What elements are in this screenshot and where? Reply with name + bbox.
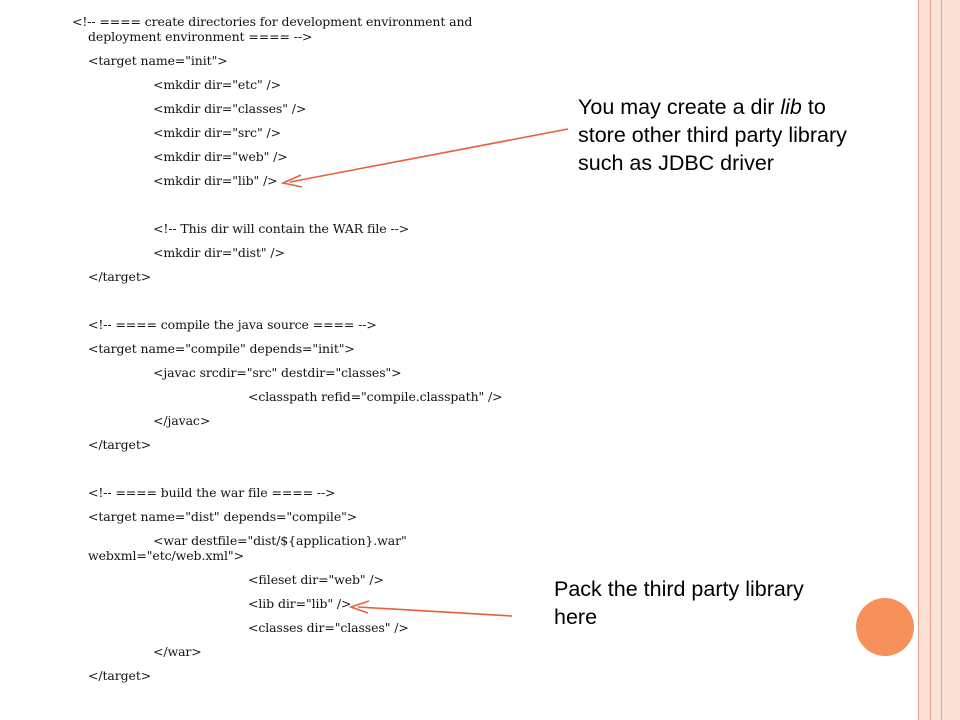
code-line: <target name="dist" depends="compile"> (88, 509, 358, 524)
code-line: </target> (88, 269, 152, 284)
annotation-italic-text: lib (780, 95, 802, 119)
code-line: <!-- ==== create directories for develop… (72, 14, 473, 29)
annotation-line: You may create a dir lib to (578, 93, 847, 121)
code-line: webxml="etc/web.xml"> (88, 548, 244, 563)
code-line: <javac srcdir="src" destdir="classes"> (153, 365, 402, 380)
code-line: <mkdir dir="src" /> (153, 125, 281, 140)
code-line: </target> (88, 668, 152, 683)
code-line: <fileset dir="web" /> (248, 572, 384, 587)
code-line: <target name="compile" depends="init"> (88, 341, 355, 356)
code-line: <mkdir dir="lib" /> (153, 173, 278, 188)
decorative-side-band (918, 0, 960, 720)
code-line: <target name="init"> (88, 53, 228, 68)
annotation-pack-library: Pack the third party library here (554, 575, 804, 631)
code-line: </javac> (153, 413, 211, 428)
code-line: <war destfile="dist/${application}.war" (153, 533, 407, 548)
code-line: <!-- ==== build the war file ==== --> (88, 485, 336, 500)
code-line: </war> (153, 644, 202, 659)
code-line: <mkdir dir="dist" /> (153, 245, 285, 260)
code-line: <mkdir dir="etc" /> (153, 77, 281, 92)
side-band-line (930, 0, 931, 720)
code-line: <classpath refid="compile.classpath" /> (248, 389, 503, 404)
annotation-create-lib-dir: You may create a dir lib to store other … (578, 93, 847, 177)
side-band-line (918, 0, 919, 720)
annotation-text: You may create a dir (578, 95, 781, 119)
arrow-head-icon (280, 174, 303, 188)
code-line: <lib dir="lib" /> (248, 596, 352, 611)
annotation-line: such as JDBC driver (578, 151, 774, 175)
decorative-circle (856, 598, 914, 656)
code-line: <classes dir="classes" /> (248, 620, 409, 635)
code-line: </target> (88, 437, 152, 452)
arrow-to-lib-dir (357, 606, 513, 617)
code-line: <mkdir dir="web" /> (153, 149, 288, 164)
annotation-text: to (801, 95, 826, 119)
arrow-head-icon (348, 600, 370, 614)
code-line: deployment environment ==== --> (88, 29, 313, 44)
code-line: <mkdir dir="classes" /> (153, 101, 307, 116)
side-band-line (941, 0, 942, 720)
annotation-line: store other third party library (578, 123, 847, 147)
arrow-to-mkdir-lib (289, 128, 569, 183)
code-line: <!-- This dir will contain the WAR file … (153, 221, 410, 236)
code-line: <!-- ==== compile the java source ==== -… (88, 317, 377, 332)
annotation-line: Pack the third party library (554, 577, 804, 601)
annotation-line: here (554, 605, 598, 629)
